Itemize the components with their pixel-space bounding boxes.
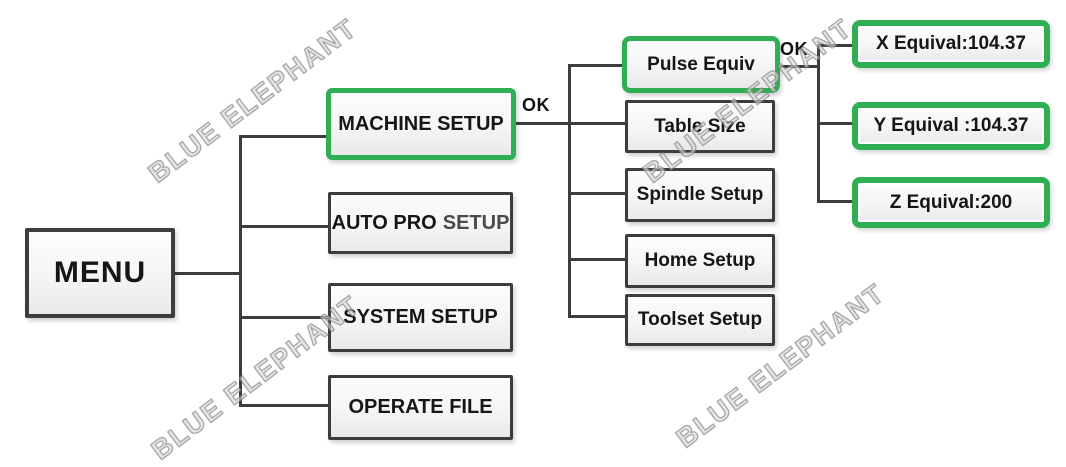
connector-menu-to-trunk1 [175,272,240,275]
node-label: X Equival:104.37 [876,33,1026,54]
connector-trunk1-to-system-setup [241,316,330,319]
node-z-equival: Z Equival:200 [852,177,1050,228]
node-label: Toolset Setup [637,309,763,330]
node-x-equival: X Equival:104.37 [852,20,1050,68]
node-label: Pulse Equiv [647,53,755,75]
connector-trunk3-to-x-equival [819,44,852,47]
node-label: SYSTEM SETUP [343,306,498,328]
node-label: Y Equival :104.37 [873,115,1029,136]
node-operate-file: OPERATE FILE [328,375,513,440]
node-label: Spindle Setup [636,184,764,205]
connector-trunk1 [239,135,242,407]
connector-trunk1-to-operate-file [241,404,330,407]
node-label: MACHINE SETUP [338,112,504,135]
connector-trunk3 [817,44,820,203]
connector-pulse-equiv-to-trunk3 [780,65,820,68]
node-system-setup: SYSTEM SETUP [328,283,513,352]
connector-trunk1-to-auto-pro-setup [241,225,330,228]
node-label-suffix: SETUP [442,211,510,234]
node-menu: MENU [25,228,175,318]
connector-trunk2-to-spindle-setup [570,192,625,195]
ok-label-pulse-equiv: OK [780,39,808,59]
node-spindle-setup: Spindle Setup [625,168,775,222]
connector-trunk2-to-pulse-equiv [570,64,624,67]
node-label: Home Setup [644,250,756,271]
node-toolset-setup: Toolset Setup [625,294,775,346]
node-table-size: Table Size [625,100,775,153]
node-label: Z Equival:200 [889,191,1013,213]
node-label: Table Size [654,115,746,137]
node-y-equival: Y Equival :104.37 [852,102,1050,150]
node-label: MENU [53,256,147,289]
node-machine-setup: MACHINE SETUP [326,88,516,160]
ok-label-machine-setup: OK [522,95,550,115]
connector-trunk2-to-home-setup [570,258,625,261]
node-label: OPERATE FILE [348,396,493,418]
connector-trunk2-to-toolset-setup [570,315,627,318]
connector-machine-setup-to-table-size [516,122,627,125]
connector-trunk3-to-z-equival [819,200,852,203]
node-home-setup: Home Setup [625,234,775,288]
connector-trunk3-to-y-equival [819,122,852,125]
node-label: AUTO PRO [331,211,437,234]
node-pulse-equiv: Pulse Equiv [622,36,780,93]
connector-trunk2 [568,64,571,318]
connector-trunk1-to-machine-setup [241,135,330,138]
